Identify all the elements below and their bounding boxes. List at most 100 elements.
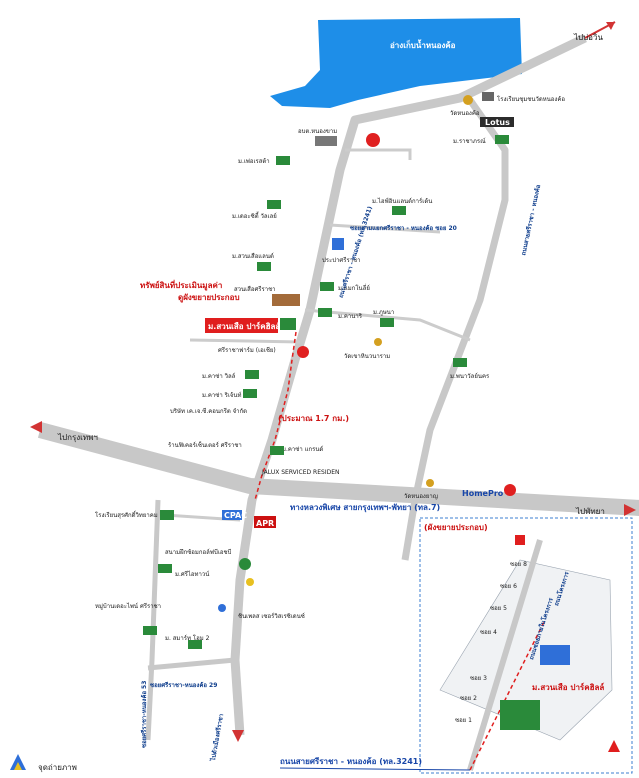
highway-7-road bbox=[37, 422, 639, 516]
inset-red-marker bbox=[515, 535, 525, 545]
soi-29-label: ซอยศรีราชา-หนองค้อ 29 bbox=[150, 681, 217, 689]
golf-range-label: สนามฝึกซ้อมกอล์ฟบีเอชบี bbox=[165, 548, 232, 556]
road-right-vertical bbox=[401, 97, 509, 561]
sinn-residence-label: ชินเพลส เซอร์วิสเรซิเดนซ์ bbox=[238, 612, 305, 620]
inset-title: (ผังขยายประกอบ) bbox=[424, 523, 488, 532]
suanseua-sriracha-icon bbox=[272, 294, 300, 306]
waterworks-label: ประปาศรีราชา bbox=[322, 256, 361, 264]
inset-subject-plot bbox=[500, 700, 540, 730]
m-hyland-label: ม.ไฮฟ์อินแลนด์การ์เด้น bbox=[372, 197, 432, 205]
m-phanarat-label: ม.พนาวัลย์นคร bbox=[450, 372, 490, 380]
house-icon-suanseua-land bbox=[257, 262, 271, 271]
poi-icon-yellow bbox=[246, 578, 254, 586]
house-icon-city-valley bbox=[267, 200, 281, 209]
inset-main-road bbox=[467, 539, 543, 771]
gas-station-icon-1 bbox=[366, 133, 380, 147]
store-label: ร้านฟิเคอร์เซ็นเตอร์ ศรีราชา bbox=[168, 440, 242, 449]
route-dashed bbox=[254, 331, 297, 501]
school-icon bbox=[482, 92, 494, 101]
inset-soi-5: ซอย 5 bbox=[490, 605, 507, 612]
gas-station-icon-3 bbox=[504, 484, 516, 496]
to-pattaya-label: ไปพัทยา bbox=[575, 507, 605, 516]
to-sriracha-arrow bbox=[232, 730, 244, 742]
m-kasa-residence-label: ม.คาซ่า ริเจ้นท์ bbox=[202, 391, 241, 399]
inset-soi-8: ซอย 8 bbox=[510, 561, 527, 568]
inset-plot-grid bbox=[439, 559, 613, 741]
house-icon-kasa-grand bbox=[270, 446, 284, 455]
to-ban-bueng-arrow bbox=[584, 21, 616, 39]
m-suanseua-land-label: ม.สวนเสือแลนด์ bbox=[232, 252, 274, 260]
reservoir-area bbox=[270, 18, 522, 108]
golf-icon bbox=[239, 558, 251, 570]
house-icon-kasa-residence bbox=[243, 389, 257, 398]
house-icon-phoserest bbox=[276, 156, 290, 165]
house-icon-hyland bbox=[392, 206, 406, 215]
road-branch-2 bbox=[329, 223, 441, 234]
soi-53-label: ซอยศรีราชา-หนองค้อ 53 bbox=[140, 681, 148, 748]
inset-road-label: ถนนสายศรีราชา - หนองค้อ (ทล.3241) bbox=[280, 756, 422, 766]
reservoir-label: อ่างเก็บน้ำหนองค้อ bbox=[390, 39, 456, 50]
moo-baan-label: หมู่บ้านเดอะไพน์ ศรีราชา bbox=[95, 602, 161, 610]
house-icon-kasa-villa bbox=[245, 370, 259, 379]
m-kasa-grand-label: ม.คาซ่า แกรนด์ bbox=[282, 445, 323, 453]
m-the-city-valley-label: ม.เดอะซิตี้ วัลเลย์ bbox=[232, 210, 277, 220]
camera-point-icon bbox=[10, 754, 26, 770]
inset-soi-2: ซอย 2 bbox=[460, 695, 477, 702]
distance-label: (ประมาณ 1.7 กม.) bbox=[278, 414, 349, 423]
district-office-icon bbox=[315, 136, 337, 146]
m-phuphan-label: ม.ภูษนา bbox=[373, 309, 394, 316]
m-phoserest-label: ม.เพ่อเรสต้า bbox=[238, 158, 270, 165]
north-arrow-icon bbox=[608, 740, 620, 752]
house-icon-phuphan bbox=[380, 318, 394, 327]
waterworks-icon bbox=[332, 238, 344, 250]
subject-marker-label: ม.สวนเสือ ปาร์คฮิลล์ bbox=[208, 321, 280, 331]
soi-29-road bbox=[147, 657, 236, 671]
house-icon-moo-baan bbox=[143, 626, 157, 635]
jalux-label: JALUX SERVICED RESIDEN bbox=[261, 469, 339, 476]
wat-nong-kho-label: วัดหนองค้อ bbox=[450, 110, 480, 117]
company-label: บริษัท เค.เจ.ซี.คอนกรีต จำกัด bbox=[170, 407, 247, 415]
cpac-label: CPAC bbox=[224, 511, 247, 520]
school-sriracha-label: โรงเรียนสุรศักดิ์วิทยาคม bbox=[95, 510, 158, 519]
cpac-icon bbox=[222, 510, 242, 520]
m-max-villa-label: ม.แมกโนลี่ย์ bbox=[338, 284, 370, 292]
house-icon-ratchaporn bbox=[495, 135, 509, 144]
to-ban-bueng-label: ไปบ่อวิน bbox=[573, 33, 603, 42]
subject-property-title: ทรัพย์สินที่ประเมินมูลค่า bbox=[140, 279, 222, 291]
poi-icon-drop bbox=[218, 604, 226, 612]
inset-clubhouse-icon bbox=[540, 645, 570, 665]
legend-text: จุดถ่ายภาพ bbox=[38, 763, 77, 772]
house-icon-phanarat bbox=[453, 358, 467, 367]
district-office-label: อบต.หนองขาม bbox=[298, 128, 337, 135]
lotus-label: Lotus bbox=[485, 118, 510, 127]
to-bangkok-arrow bbox=[30, 421, 42, 433]
inset-soi-1: ซอย 1 bbox=[455, 717, 472, 724]
soi-20-label: ซอยสามแยกศรีราชา - หนองค้อ ซอย 20 bbox=[350, 224, 457, 232]
road-right-label: ถนนสายศรีราชา - หนองค้อ bbox=[519, 183, 542, 256]
temple-icon bbox=[463, 95, 473, 105]
m-ratchaporn-label: ม.ราชาภรณ์ bbox=[453, 137, 486, 145]
sriracha-farm-label: ศรีราชาฟาร์ม (เอเชีย) bbox=[218, 346, 276, 354]
to-pattaya-arrow bbox=[624, 504, 636, 516]
house-icon-sriwaiwan bbox=[158, 564, 172, 573]
road-branch-3 bbox=[304, 308, 471, 342]
m-kasa-villa-label: ม.คาซ่า วิลล์ bbox=[202, 372, 236, 380]
subject-house-icon bbox=[280, 318, 296, 330]
house-icon-kanari bbox=[318, 308, 332, 317]
road-3241 bbox=[230, 33, 587, 736]
inset-soi-3: ซอย 3 bbox=[470, 675, 487, 682]
subject-property-sub: ดูผังขยายประกอบ bbox=[178, 293, 240, 303]
road-branch-1 bbox=[345, 148, 412, 160]
m-kanari-label: ม.คานาริ bbox=[338, 313, 363, 320]
apr-label: APR bbox=[256, 519, 274, 528]
apr-icon bbox=[254, 516, 276, 528]
suanseua-sriracha-label: สวนเสือศรีราชา bbox=[234, 285, 276, 293]
lotus-icon bbox=[480, 117, 514, 127]
to-bangkok-label: ไปกรุงเทพฯ bbox=[57, 433, 98, 442]
gas-station-icon-2 bbox=[297, 346, 309, 358]
to-sriracha-label: ไปตัวเมืองศรีราชา bbox=[209, 713, 225, 762]
school-nong-kho-label: โรงเรียนชุมชนวัดหนองค้อ bbox=[497, 95, 565, 103]
road-left-vertical bbox=[145, 499, 161, 741]
